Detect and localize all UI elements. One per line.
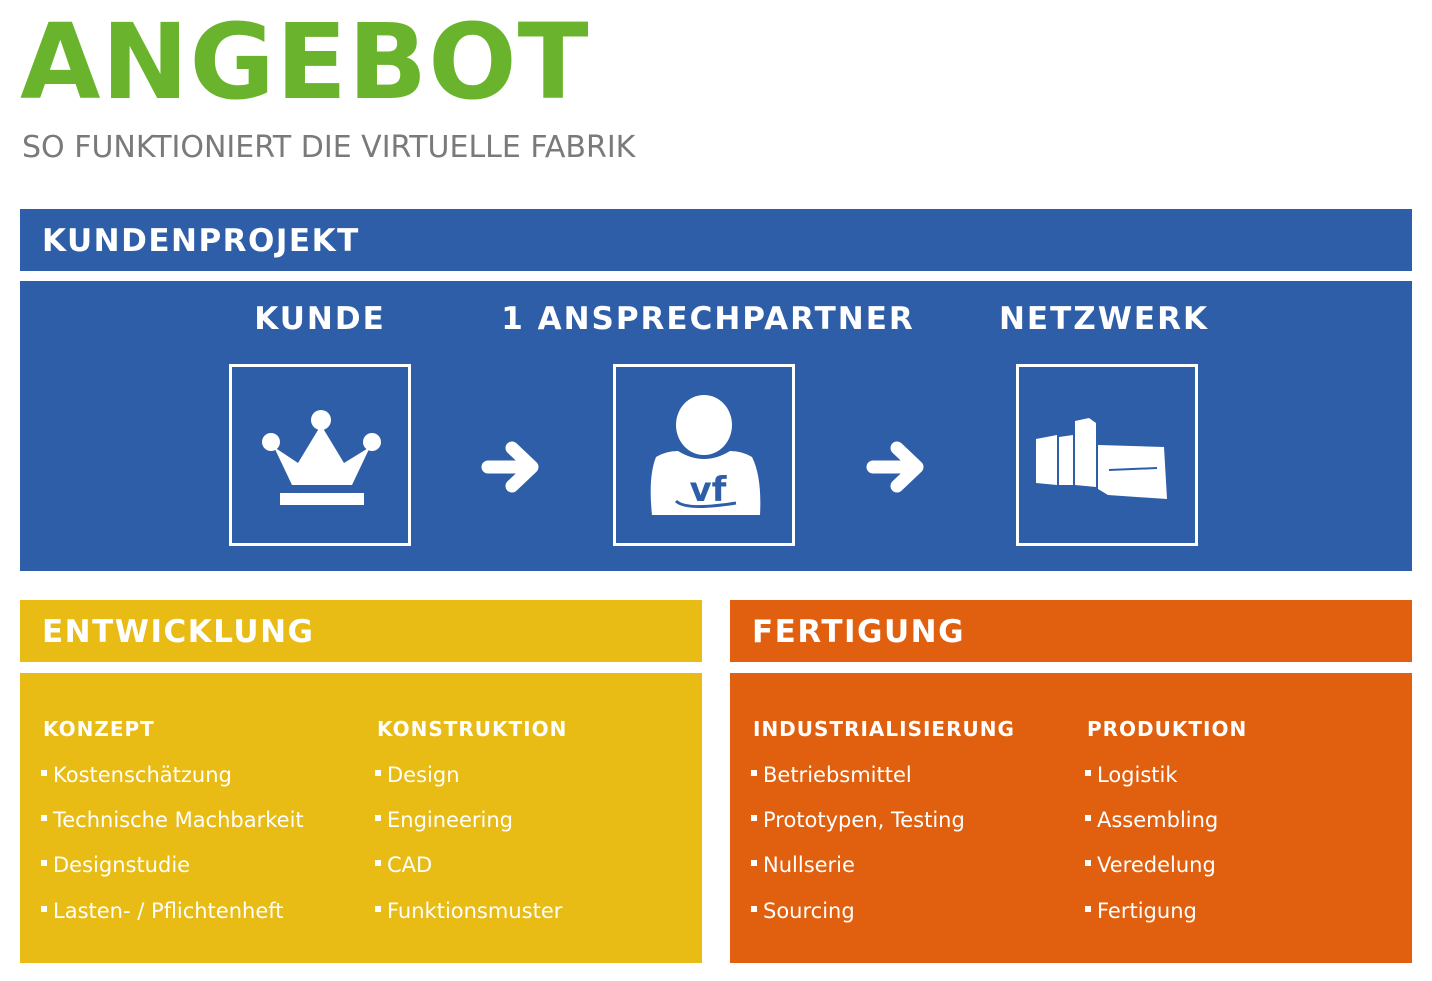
- kundenprojekt-header: KUNDENPROJEKT: [20, 209, 1412, 271]
- entwicklung-body: KONZEPT Kostenschätzung Technische Machb…: [20, 673, 702, 963]
- fertigung-header: FERTIGUNG: [730, 600, 1412, 662]
- fertigung-body: INDUSTRIALISIERUNG Betriebsmittel Protot…: [730, 673, 1412, 963]
- kundenprojekt-body: KUNDE 1 ANSPRECHPARTNER NETZWERK vf: [20, 281, 1412, 571]
- svg-text:vf: vf: [690, 470, 728, 510]
- list-item: Veredelung: [1085, 853, 1216, 877]
- list-item: Betriebsmittel: [751, 763, 912, 787]
- entwicklung-header: ENTWICKLUNG: [20, 600, 702, 662]
- list-item: Assembling: [1085, 808, 1218, 832]
- list-item: Technische Machbarkeit: [41, 808, 304, 832]
- arrow-right-icon: [866, 441, 924, 493]
- list-item: Kostenschätzung: [41, 763, 232, 787]
- step-kunde-label: KUNDE: [254, 301, 386, 337]
- ansprechpartner-box: vf: [613, 364, 795, 546]
- step-ansprechpartner-label: 1 ANSPRECHPARTNER: [501, 301, 915, 337]
- list-item: Sourcing: [751, 899, 855, 923]
- kunde-box: [229, 364, 411, 546]
- column-heading: KONZEPT: [43, 717, 155, 741]
- list-item: Designstudie: [41, 853, 190, 877]
- column-heading: INDUSTRIALISIERUNG: [753, 717, 1015, 741]
- step-netzwerk-label: NETZWERK: [998, 301, 1210, 337]
- factory-network-icon: [1036, 418, 1167, 499]
- list-item: Engineering: [375, 808, 513, 832]
- list-item: Logistik: [1085, 763, 1178, 787]
- column-heading: KONSTRUKTION: [377, 717, 568, 741]
- list-item: Design: [375, 763, 460, 787]
- list-item: Nullserie: [751, 853, 855, 877]
- list-item: Fertigung: [1085, 899, 1197, 923]
- list-item: Funktionsmuster: [375, 899, 562, 923]
- contact-person-vf-icon: vf: [650, 395, 761, 515]
- column-heading: PRODUKTION: [1087, 717, 1248, 741]
- arrow-right-icon: [481, 441, 539, 493]
- list-item: Prototypen, Testing: [751, 808, 965, 832]
- page-subtitle: SO FUNKTIONIERT DIE VIRTUELLE FABRIK: [22, 130, 636, 165]
- list-item: Lasten- / Pflichtenheft: [41, 899, 284, 923]
- crown-icon: [262, 410, 381, 505]
- list-item: CAD: [375, 853, 432, 877]
- netzwerk-box: [1016, 364, 1198, 546]
- page-title: ANGEBOT: [20, 1, 590, 123]
